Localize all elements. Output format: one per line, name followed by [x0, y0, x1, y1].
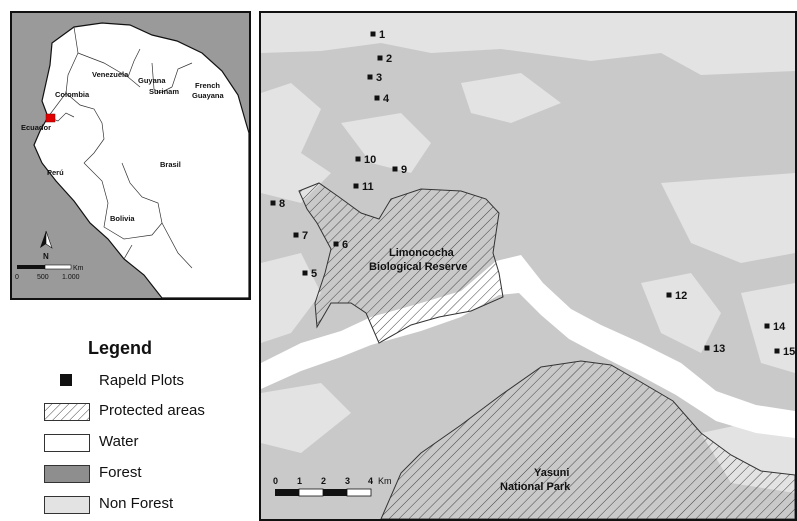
north-arrow-icon: [40, 230, 53, 249]
rapeld-plot-label: 11: [362, 181, 374, 193]
country-label-colombia: Colombia: [55, 90, 90, 99]
main-scale-tick-3: 3: [345, 476, 350, 486]
rapeld-plot-marker: [367, 74, 373, 80]
rapeld-plot-label: 8: [279, 198, 285, 210]
country-label-guyana: Guyana: [138, 76, 166, 85]
rapeld-plot-marker: [302, 270, 308, 276]
yasuni-protected-area: [380, 360, 795, 519]
country-borders: [47, 26, 193, 269]
legend-label-water: Water: [99, 433, 139, 450]
rapeld-plot-marker: [333, 241, 339, 247]
yasuni-label-line2: National Park: [500, 481, 571, 493]
inset-scale-bar: [17, 264, 72, 270]
rapeld-plot-label: 10: [364, 154, 376, 166]
water-swatch: [44, 434, 90, 452]
country-label-french: French: [195, 81, 220, 90]
south-america-land: [33, 22, 249, 298]
study-site-marker: [45, 113, 56, 123]
rapeld-plot-label: 15: [783, 346, 795, 358]
rapeld-plot-label: 1: [379, 29, 385, 41]
rapeld-plot-marker: [374, 95, 380, 101]
country-label-peru: Perú: [47, 168, 64, 177]
river-water: [261, 255, 795, 438]
legend-item-protected-areas: Protected areas: [40, 400, 255, 424]
inset-scale-unit: Km: [73, 265, 84, 272]
rapeld-plot-label: 7: [302, 230, 308, 242]
rapeld-plot-marker: [377, 55, 383, 61]
inset-map: Venezuela Guyana French Guayana Colombia…: [10, 11, 251, 300]
inset-map-svg: Venezuela Guyana French Guayana Colombia…: [12, 13, 249, 298]
legend-item-forest: Forest: [40, 462, 255, 486]
rapeld-plot-label: 13: [713, 343, 725, 355]
country-label-surinam: Surinam: [149, 87, 179, 96]
rapeld-plot-label: 12: [675, 290, 687, 302]
rapeld-plot-marker: [764, 323, 770, 329]
country-label-brasil: Brasil: [160, 160, 181, 169]
rapeld-plot-marker: [666, 292, 672, 298]
inset-scale-tick-500: 500: [37, 274, 49, 281]
rapeld-plot-label: 4: [383, 93, 390, 105]
rapeld-plot-marker: [774, 348, 780, 354]
rapeld-plot-label: 5: [311, 268, 317, 280]
main-scale-tick-2: 2: [321, 476, 326, 486]
limoncocha-label-line2: Biological Reserve: [369, 261, 467, 273]
legend-item-water: Water: [40, 431, 255, 455]
limoncocha-protected-area: [298, 182, 504, 344]
legend-title: Legend: [88, 338, 153, 358]
non-forest-areas: [261, 13, 795, 493]
inset-scale-tick-0: 0: [15, 274, 19, 281]
legend-label-protected-areas: Protected areas: [99, 402, 205, 419]
rapeld-plot-label: 2: [386, 53, 392, 65]
forest-swatch: [44, 465, 90, 483]
main-scale-unit: Km: [378, 476, 392, 486]
country-label-guayana: Guayana: [192, 91, 225, 100]
rapeld-plot-marker: [353, 183, 359, 189]
rapeld-plot-marker: [270, 200, 276, 206]
legend: Legend Rapeld Plots Protected areas Wate…: [40, 335, 255, 521]
rapeld-plot-label: 6: [342, 239, 348, 251]
north-label: N: [43, 252, 49, 261]
yasuni-label-line1: Yasuni: [534, 467, 569, 479]
legend-item-rapeld-plots: Rapeld Plots: [40, 370, 255, 394]
rapeld-plot-label: 14: [773, 321, 786, 333]
limoncocha-label-line1: Limoncocha: [389, 247, 455, 259]
rapeld-plot-marker: [355, 156, 361, 162]
legend-label-rapeld-plots: Rapeld Plots: [99, 372, 185, 389]
rapeld-plot-swatch: [60, 374, 72, 386]
rapeld-plot-marker: [704, 345, 710, 351]
country-label-bolivia: Bolivia: [110, 214, 135, 223]
inset-scale-tick-1000: 1.000: [62, 274, 80, 281]
legend-label-forest: Forest: [99, 464, 142, 481]
main-scale-tick-1: 1: [297, 476, 302, 486]
legend-label-non-forest: Non Forest: [99, 495, 174, 512]
rapeld-plot-label: 3: [376, 72, 382, 84]
main-scale-bar: [275, 488, 372, 497]
rapeld-plot-label: 9: [401, 164, 407, 176]
country-label-venezuela: Venezuela: [92, 70, 129, 79]
protected-areas-swatch: [44, 403, 90, 421]
main-scale-tick-4: 4: [368, 476, 373, 486]
main-scale-tick-0: 0: [273, 476, 278, 486]
rapeld-plot-marker: [392, 166, 398, 172]
country-label-ecuador: Ecuador: [21, 123, 51, 132]
non-forest-swatch: [44, 496, 90, 514]
rapeld-plot-marker: [293, 232, 299, 238]
rapeld-plot-marker: [370, 31, 376, 37]
legend-item-non-forest: Non Forest: [40, 493, 255, 517]
